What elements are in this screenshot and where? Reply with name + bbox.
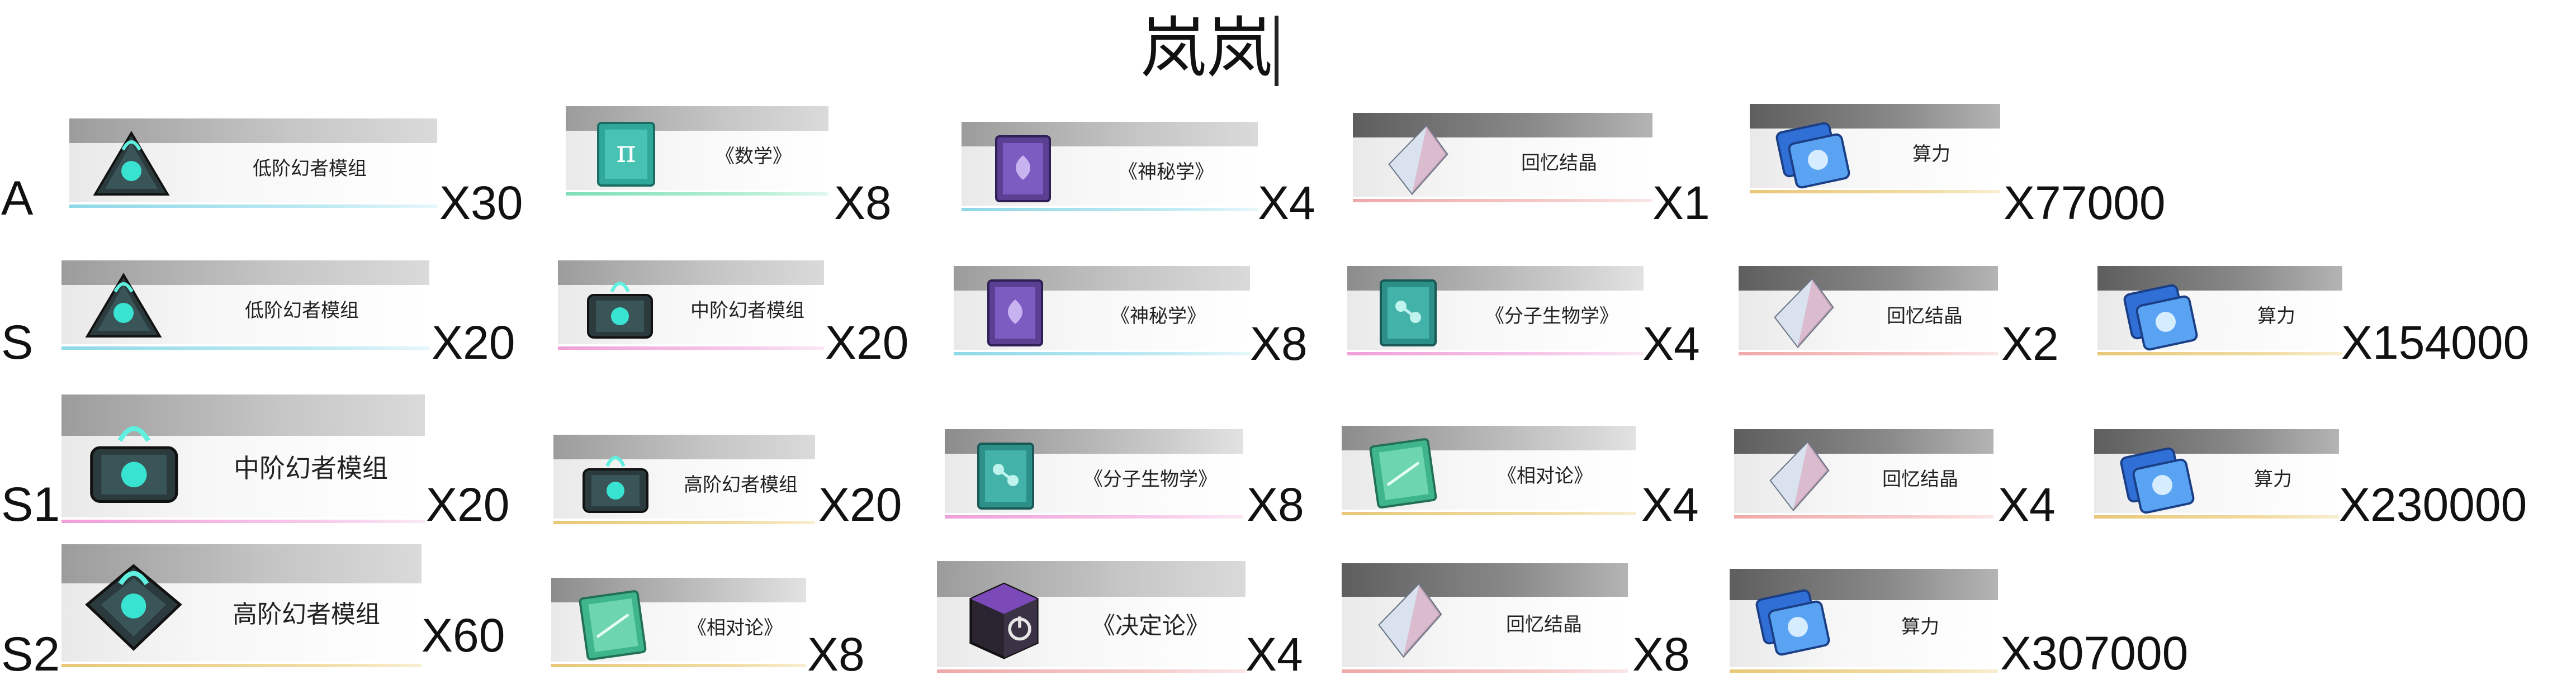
- module-icon: [574, 444, 657, 520]
- material-quantity: X2: [2001, 317, 2059, 370]
- material-quantity: X230000: [2339, 478, 2527, 531]
- material-quantity: X60: [422, 609, 505, 662]
- module-icon: [82, 406, 188, 515]
- text-cursor: [1275, 16, 1278, 86]
- material-quantity: X20: [432, 316, 515, 369]
- material-name: 《数学》: [716, 145, 792, 168]
- rank-label: S1: [1, 478, 60, 531]
- memory-crystal-icon: [1759, 275, 1843, 351]
- material-quantity: X1: [1652, 177, 1710, 229]
- occult-book-icon: [982, 131, 1066, 207]
- material-name: 高阶幻者模组: [233, 600, 380, 629]
- material-quantity: X20: [818, 478, 902, 531]
- material-quantity: X8: [1250, 317, 1308, 370]
- material-name: 《决定论》: [1091, 612, 1209, 639]
- material-name: 《神秘学》: [1111, 305, 1206, 327]
- material-quantity: X4: [1258, 177, 1315, 229]
- material-quantity: X8: [834, 177, 892, 229]
- memory-crystal-icon: [1373, 122, 1457, 198]
- material-name: 中阶幻者模组: [234, 453, 388, 483]
- relativity-book-icon: [1362, 435, 1446, 511]
- material-name: 算力: [1912, 143, 1950, 165]
- material-quantity: X8: [807, 628, 865, 681]
- material-quantity: X77000: [2004, 177, 2166, 229]
- biology-book-icon: [1367, 275, 1451, 351]
- material-name: 算力: [2257, 305, 2295, 327]
- material-quantity: X20: [825, 316, 909, 369]
- module-icon: [578, 269, 662, 345]
- material-name: 《相对论》: [1498, 465, 1593, 487]
- material-quantity: X154000: [2341, 316, 2530, 369]
- material-name: 回忆结晶: [1521, 152, 1597, 174]
- material-quantity: X8: [1632, 628, 1690, 681]
- material-quantity: X20: [426, 478, 510, 531]
- material-name: 《相对论》: [688, 617, 783, 639]
- material-quantity: X4: [1246, 628, 1303, 681]
- material-name: 低阶幻者模组: [245, 300, 359, 322]
- material-quantity: X4: [1998, 478, 2056, 531]
- material-name: 《分子生物学》: [1485, 305, 1618, 327]
- rank-label: S: [1, 316, 34, 369]
- rank-label: A: [1, 172, 34, 225]
- material-quantity: X4: [1641, 478, 1699, 531]
- material-quantity: X307000: [2000, 627, 2189, 679]
- rank-label: S2: [1, 628, 60, 681]
- material-quantity: X30: [439, 177, 523, 229]
- material-name: 高阶幻者模组: [684, 474, 798, 496]
- material-name: 回忆结晶: [1887, 305, 1963, 327]
- module-icon: [82, 554, 186, 660]
- module-icon: [82, 269, 165, 345]
- memory-crystal-icon: [1362, 574, 1451, 666]
- occult-book-icon: [974, 275, 1058, 351]
- material-name: 《分子生物学》: [1084, 468, 1217, 491]
- computing-power-icon: [2118, 275, 2201, 351]
- svg-text:π: π: [616, 134, 636, 169]
- material-name: 中阶幻者模组: [690, 300, 804, 322]
- material-quantity: X4: [1642, 317, 1700, 370]
- computing-power-icon: [1770, 113, 1854, 189]
- computing-power-icon: [2114, 438, 2198, 514]
- material-name: 算力: [1901, 616, 1939, 638]
- module-icon: [89, 127, 173, 203]
- material-name: 回忆结晶: [1882, 468, 1958, 491]
- determinism-cube-icon: [957, 573, 1051, 667]
- computing-power-icon: [1750, 580, 1834, 656]
- relativity-book-icon: [571, 587, 655, 663]
- material-quantity: X8: [1247, 478, 1304, 531]
- material-name: 回忆结晶: [1506, 614, 1582, 636]
- material-name: 《神秘学》: [1119, 161, 1214, 183]
- biology-book-icon: [965, 438, 1049, 514]
- material-name: 低阶幻者模组: [253, 158, 367, 180]
- page-title: 岚岚: [1140, 9, 1273, 87]
- math-book-icon: π: [586, 115, 670, 191]
- material-name: 算力: [2254, 468, 2292, 491]
- memory-crystal-icon: [1754, 438, 1838, 514]
